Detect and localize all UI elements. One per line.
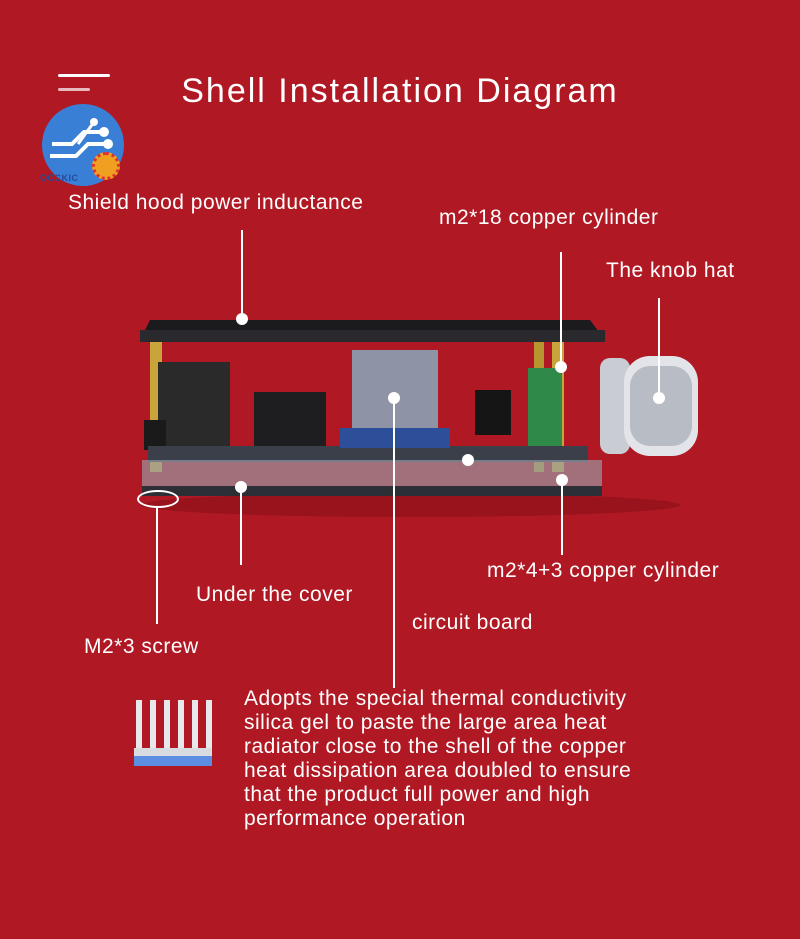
- heatsink-leader-line: [393, 398, 395, 688]
- label-circuit-board: circuit board: [412, 611, 533, 634]
- knob-marker: [653, 392, 665, 404]
- m243-leader-line: [561, 480, 563, 555]
- description-line: heat dissipation area doubled to ensure: [244, 759, 632, 782]
- cover-leader-line: [240, 487, 242, 565]
- knob-leader-line: [658, 298, 660, 398]
- brand-logo: [42, 104, 124, 186]
- page-title: Shell Installation Diagram: [181, 72, 619, 110]
- shield-leader-line: [241, 230, 243, 320]
- gear-icon: [92, 152, 120, 180]
- label-m2-18-copper-cylinder: m2*18 copper cylinder: [439, 206, 659, 229]
- m218-leader-line: [560, 252, 562, 368]
- description-line: that the product full power and high: [244, 783, 591, 806]
- shield-marker: [236, 313, 248, 325]
- screw-leader-line: [156, 506, 158, 624]
- label-knob-hat: The knob hat: [606, 259, 735, 282]
- description-line: silica gel to paste the large area heat: [244, 711, 607, 734]
- label-m2-4-3-copper-cylinder: m2*4+3 copper cylinder: [487, 559, 720, 582]
- label-under-the-cover: Under the cover: [196, 583, 353, 606]
- description-line: Adopts the special thermal conductivity: [244, 687, 627, 710]
- heatsink-icon: [134, 700, 212, 766]
- description-line: performance operation: [244, 807, 466, 830]
- logo-text: OCCKIC: [40, 173, 79, 183]
- screw-highlight-ring: [137, 490, 179, 508]
- circuit-marker: [462, 454, 474, 466]
- product-illustration: [140, 320, 698, 517]
- description-line: radiator close to the shell of the coppe…: [244, 735, 627, 758]
- label-shield-hood-inductance: Shield hood power inductance: [68, 191, 364, 214]
- label-m2-3-screw: M2*3 screw: [84, 635, 199, 658]
- description-text: Adopts the special thermal conductivity …: [244, 687, 764, 831]
- m218-marker: [555, 361, 567, 373]
